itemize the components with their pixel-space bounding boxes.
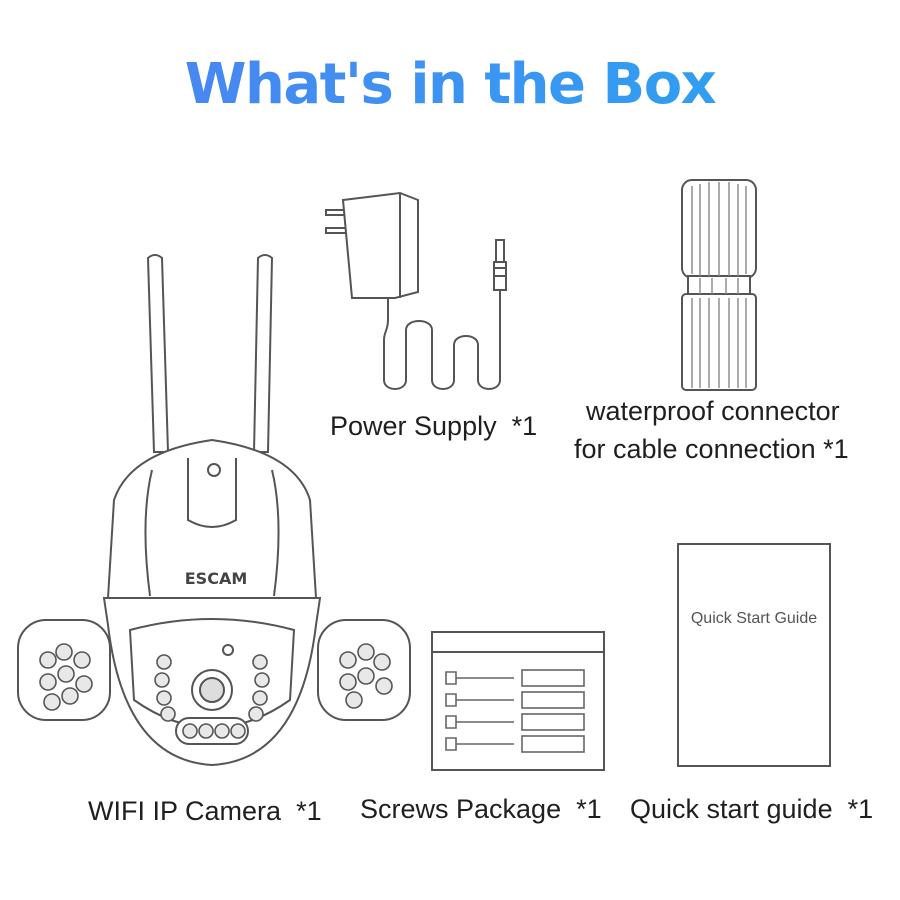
waterproof-connector-label-line1: waterproof connector xyxy=(586,396,840,426)
page-title: What's in the Box xyxy=(0,52,900,117)
guide-label: Quick start guide *1 xyxy=(630,794,874,824)
power-supply-label: Power Supply *1 xyxy=(330,411,538,441)
waterproof-connector-label-line2: for cable connection *1 xyxy=(574,434,849,464)
camera-label: WIFI IP Camera *1 xyxy=(88,796,322,826)
guide-cover-text: Quick Start Guide xyxy=(690,610,818,627)
camera-brand-logo: ESCAM xyxy=(185,569,248,588)
screws-label: Screws Package *1 xyxy=(360,794,602,824)
